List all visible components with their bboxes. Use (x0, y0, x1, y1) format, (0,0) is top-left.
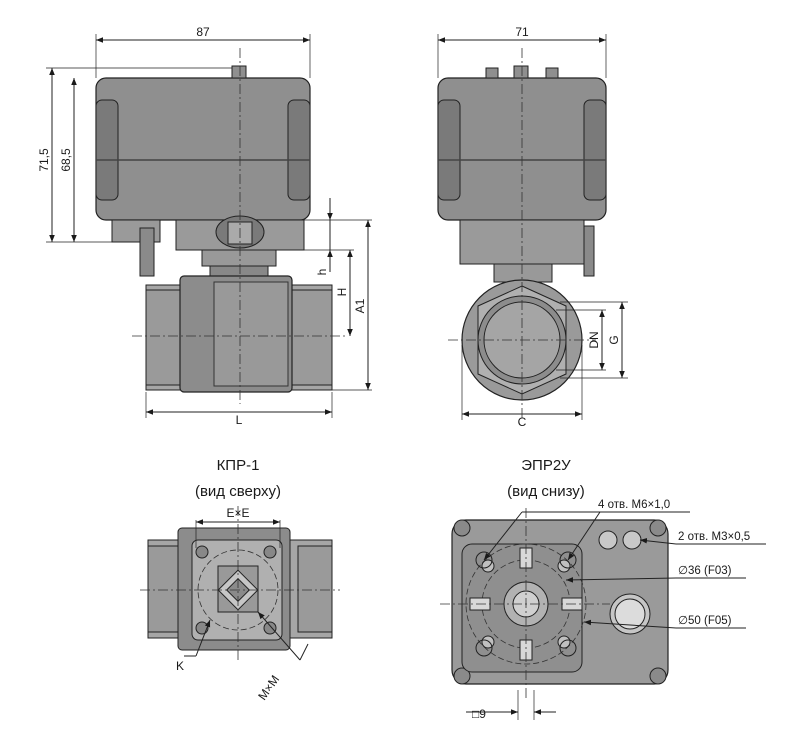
dim-K: K (176, 659, 184, 673)
dim-ExE: E×E (226, 506, 249, 520)
kpr1-view: КПР-1 (вид сверху) E×E K M×M (140, 457, 340, 703)
kpr1-title: КПР-1 (217, 457, 260, 474)
label-holes-m6: 4 отв. М6×1,0 (598, 499, 670, 511)
label-holes-m3: 2 отв. М3×0,5 (678, 531, 750, 543)
dim-87: 87 (196, 25, 210, 39)
dim-C: C (518, 415, 527, 429)
dim-A1: A1 (353, 298, 367, 313)
front-view: 87 71,5 68,5 h H A1 L (37, 25, 372, 427)
dim-DN: DN (587, 331, 601, 348)
dim-h: h (315, 269, 329, 276)
dim-68-5: 68,5 (59, 148, 73, 172)
dim-G: G (607, 335, 621, 344)
label-square-9: □9 (472, 707, 486, 721)
label-circle-f03: ∅36 (F03) (678, 565, 732, 577)
dim-L: L (236, 413, 243, 427)
dim-71: 71 (515, 25, 529, 39)
epr2u-view: ЭПР2У (вид снизу) 4 отв. М6×1, (440, 457, 766, 721)
label-circle-f05: ∅50 (F05) (678, 615, 732, 627)
dim-MxM: M×M (255, 673, 282, 703)
epr2u-subtitle: (вид снизу) (507, 483, 585, 500)
side-view: 71 DN G C (437, 25, 628, 429)
dim-H: H (335, 288, 349, 297)
epr2u-title: ЭПР2У (521, 457, 571, 474)
kpr1-subtitle: (вид сверху) (195, 483, 281, 500)
dim-71-5: 71,5 (37, 148, 51, 172)
